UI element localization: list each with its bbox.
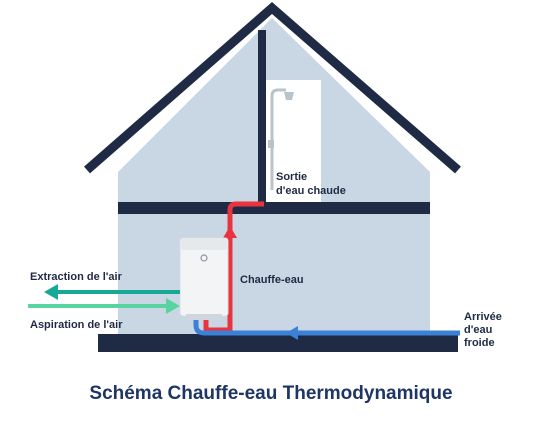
air-intake-label: Aspiration de l'air	[30, 319, 123, 331]
intermediate-floor	[118, 202, 430, 214]
cold-water-pipe	[193, 318, 460, 336]
water-heater-gauge-icon	[200, 254, 208, 262]
shower-panel	[266, 80, 321, 202]
hot-water-pipe	[203, 201, 264, 333]
roof-outline	[84, 2, 461, 174]
shower-head-icon	[268, 88, 294, 190]
upper-partition-wall	[258, 30, 266, 202]
cold-water-arrow-icon	[286, 326, 298, 340]
hot-water-arrow-icon	[223, 226, 237, 238]
air-intake-arrow-icon	[166, 298, 180, 314]
cold-water-inlet-label-2: d'eau	[464, 324, 492, 336]
air-extraction-arrow-icon	[44, 284, 58, 300]
hot-water-outlet-label-2: d'eau chaude	[276, 185, 346, 197]
cold-water-inlet-label-1: Arrivée	[464, 311, 502, 323]
hot-water-outlet-label-1: Sortie	[276, 171, 307, 183]
cold-water-inlet-label-3: froide	[464, 337, 495, 349]
water-heater-base	[186, 314, 222, 320]
diagram-title: Schéma Chauffe-eau Thermodynamique	[89, 383, 452, 404]
ground-floor	[98, 334, 458, 352]
air-extraction-label: Extraction de l'air	[30, 271, 123, 283]
water-heater-label: Chauffe-eau	[240, 274, 304, 286]
water-heater-top	[180, 238, 228, 250]
